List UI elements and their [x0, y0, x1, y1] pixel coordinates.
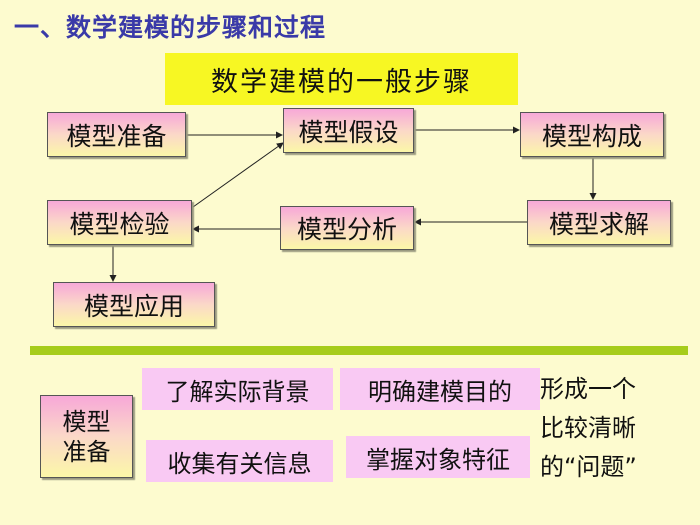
prep-item: 收集有关信息 [146, 440, 333, 482]
divider-bar [30, 346, 688, 355]
prep-item: 掌握对象特征 [346, 436, 530, 478]
prep-item: 明确建模目的 [340, 368, 540, 410]
prep-result-line: 形成一个 [540, 375, 636, 403]
step-assume: 模型假设 [283, 108, 414, 153]
prep-result-line: 的“问题” [540, 453, 637, 481]
prep-label-box: 模型 准备 [40, 395, 133, 478]
step-apply: 模型应用 [53, 282, 215, 327]
step-solve: 模型求解 [527, 200, 671, 245]
arrow-test-assume [185, 142, 284, 213]
prep-label-line2: 准备 [62, 437, 111, 466]
prep-result-line: 比较清晰 [540, 414, 636, 442]
prep-result: 形成一个 比较清晰 的“问题” [540, 370, 637, 487]
step-construct: 模型构成 [520, 112, 664, 157]
step-analyze: 模型分析 [280, 206, 414, 250]
prep-label-line1: 模型 [62, 407, 111, 436]
step-test: 模型检验 [47, 200, 192, 245]
step-prepare: 模型准备 [47, 112, 186, 157]
prep-item: 了解实际背景 [142, 368, 333, 410]
slide-title: 一、数学建模的步骤和过程 [14, 13, 327, 42]
diagram-banner: 数学建模的一般步骤 [165, 53, 518, 105]
